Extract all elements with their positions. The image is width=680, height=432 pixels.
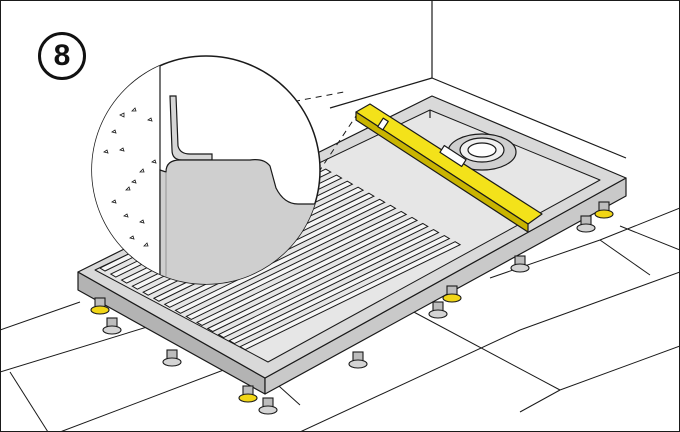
adjustable-foot-icon [428, 301, 448, 319]
adjustable-foot-icon [442, 285, 462, 303]
grating-slat [185, 210, 408, 320]
adjustable-foot-icon [258, 397, 278, 415]
grating-slat [174, 204, 397, 314]
adjustable-foot-icon [238, 385, 258, 403]
adjustable-foot-icon [594, 201, 614, 219]
grating-slat [228, 235, 451, 345]
adjustable-foot-icon [162, 349, 182, 367]
grating-slat [239, 241, 462, 351]
step-number-badge: 8 [38, 32, 86, 80]
adjustable-feet [90, 201, 614, 415]
adjustable-foot-icon [90, 297, 110, 315]
room-walls [329, 0, 627, 159]
grating-slat [195, 216, 419, 327]
adjustable-foot-icon [102, 317, 122, 335]
spirit-level-icon [355, 103, 543, 233]
grating-slat [217, 228, 440, 339]
adjustable-foot-icon [510, 255, 530, 273]
adjustable-foot-icon [576, 215, 596, 233]
grating-slat [206, 222, 429, 333]
floor-tiles [0, 207, 680, 432]
adjustable-foot-icon [348, 351, 368, 369]
